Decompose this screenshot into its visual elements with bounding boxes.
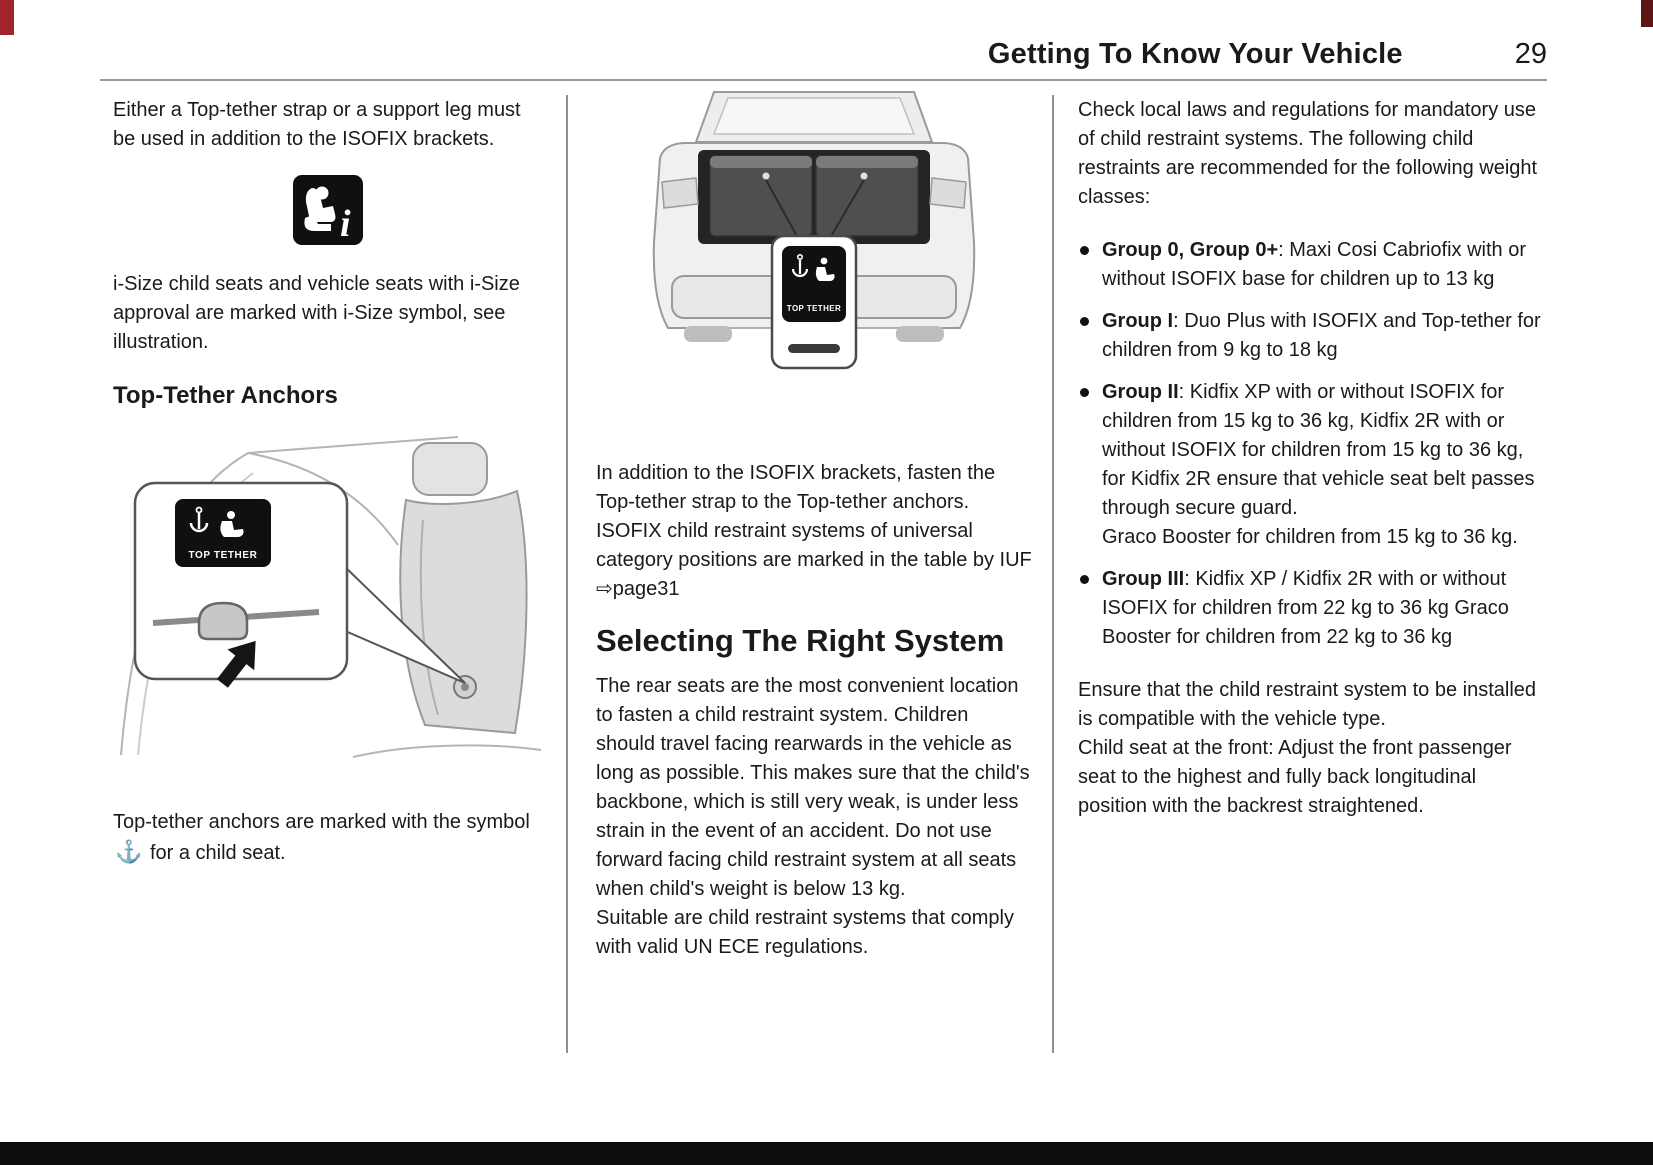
page-31-cross-reference[interactable]: ⇨page31 xyxy=(596,578,680,600)
header-rule xyxy=(100,79,1547,81)
paragraph-compatibility: Ensure that the child restraint system t… xyxy=(1078,679,1537,730)
group-2-label: Group II xyxy=(1102,381,1179,403)
i-size-letter: i xyxy=(340,203,351,245)
column-divider-2 xyxy=(1052,95,1054,1053)
bullet-icon xyxy=(1080,246,1089,255)
list-item-group-3: Group III: Kidfix XP / Kidfix 2R with or… xyxy=(1078,565,1544,652)
trunk-top-tether-illustration: TOP TETHER xyxy=(652,91,976,370)
column-divider-1 xyxy=(566,95,568,1053)
paragraph-iuf-reference: ISOFIX child restraint systems of univer… xyxy=(596,517,1032,604)
page-number: 29 xyxy=(1514,38,1547,70)
anchor-symbol-text-post: for a child seat. xyxy=(144,842,286,864)
group-0-label: Group 0, Group 0+ xyxy=(1102,239,1279,261)
door-anchor-illustration: TOP TETHER xyxy=(120,436,542,758)
top-tether-symbol-icon: ⚓ xyxy=(115,839,143,864)
bullet-icon xyxy=(1080,575,1089,584)
iuf-text: ISOFIX child restraint systems of univer… xyxy=(596,520,1032,571)
paragraph-anchor-symbol: Top-tether anchors are marked with the s… xyxy=(113,808,543,868)
paragraph-front-seat-adjust: Child seat at the front: Adjust the fron… xyxy=(1078,737,1512,817)
heading-selecting-right-system: Selecting The Right System xyxy=(596,623,1005,658)
top-tether-label-tag: TOP TETHER xyxy=(782,246,846,322)
top-tether-label-door: TOP TETHER xyxy=(175,499,271,567)
weight-class-list: Group 0, Group 0+: Maxi Cosi Cabriofix w… xyxy=(1078,236,1544,652)
heading-top-tether-anchors: Top-Tether Anchors xyxy=(113,382,338,409)
print-artifact-left xyxy=(0,0,14,35)
paragraph-un-ece: Suitable are child restraint systems tha… xyxy=(596,907,1014,958)
top-tether-label-door-text: TOP TETHER xyxy=(189,550,258,561)
bullet-icon xyxy=(1080,317,1089,326)
bullet-icon xyxy=(1080,388,1089,397)
group-1-label: Group I xyxy=(1102,310,1174,332)
paragraph-fasten-strap: In addition to the ISOFIX brackets, fast… xyxy=(596,462,996,513)
page-footer-bar xyxy=(0,1142,1653,1165)
list-item-group-2: Group II: Kidfix XP with or without ISOF… xyxy=(1078,378,1544,552)
top-tether-label-tag-text: TOP TETHER xyxy=(787,304,841,313)
column-right: Check local laws and regulations for man… xyxy=(1078,96,1544,821)
anchor-arrow xyxy=(216,640,256,688)
group-2-text-2: Graco Booster for children from 15 kg to… xyxy=(1102,526,1518,548)
group-1-text: : Duo Plus with ISOFIX and Top-tether fo… xyxy=(1102,310,1541,361)
column-left: Either a Top-tether strap or a support l… xyxy=(113,96,543,868)
print-artifact-right xyxy=(1641,0,1653,27)
list-item-group-1: Group I: Duo Plus with ISOFIX and Top-te… xyxy=(1078,307,1544,365)
anchor-symbol-text-pre: Top-tether anchors are marked with the s… xyxy=(113,811,530,833)
group-2-text: : Kidfix XP with or without ISOFIX for c… xyxy=(1102,381,1535,519)
paragraph-rear-seats: The rear seats are the most convenient l… xyxy=(596,675,1030,900)
paragraph-local-laws: Check local laws and regulations for man… xyxy=(1078,99,1538,208)
column-middle: TOP TETHER In addition to the ISOFIX bra… xyxy=(596,88,1032,962)
group-0-text: : Maxi Cosi Cabriofix with or without IS… xyxy=(1102,239,1526,290)
i-size-icon: i xyxy=(293,175,363,245)
list-item-group-0: Group 0, Group 0+: Maxi Cosi Cabriofix w… xyxy=(1078,236,1544,294)
paragraph-isize-marking: i-Size child seats and vehicle seats wit… xyxy=(113,273,520,353)
group-3-text: : Kidfix XP / Kidfix 2R with or without … xyxy=(1102,568,1509,648)
paragraph-top-tether-requirement: Either a Top-tether strap or a support l… xyxy=(113,99,521,150)
page-header: Getting To Know Your Vehicle 29 xyxy=(100,38,1547,71)
group-3-label: Group III xyxy=(1102,568,1185,590)
page-title: Getting To Know Your Vehicle xyxy=(987,38,1403,70)
